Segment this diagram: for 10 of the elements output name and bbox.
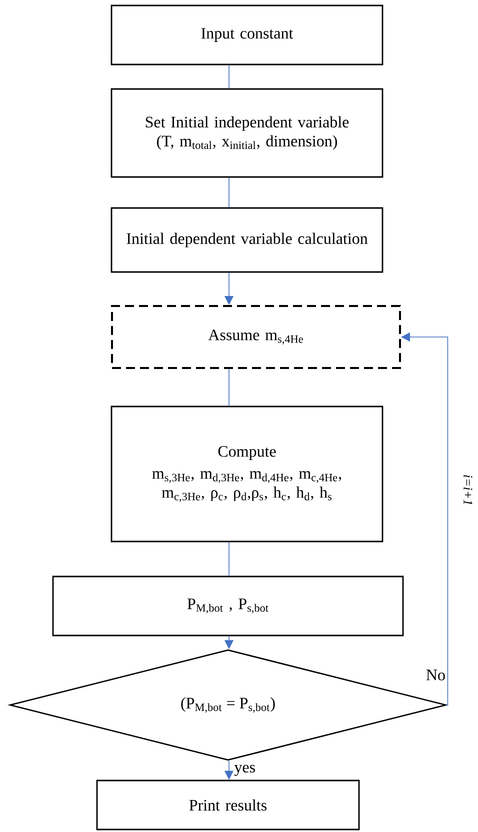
loop-label: i=i+1: [464, 475, 472, 504]
process-box: Input constant: [110, 4, 384, 66]
edge-label: yes: [233, 764, 257, 777]
process-box: Print results: [96, 780, 360, 830]
dashed-box: Assume m$_{s,4He}$: [111, 305, 401, 369]
process-box: Set Initial independent variable (T, m$_{total}$, x$_{initial}$, dimension): [110, 88, 384, 178]
process-box: Compute m$_{s,3He}$, m$_{d,3He}$, m$_{d,4He}$, m$_{c,4He}$, m$_{c,3He}$, ρ$_{c}$, ρ$_{d}$,ρ$_{s}$, h$_{c}$, h$_{d}$, h$_{s}$: [110, 406, 384, 542]
process-box: Initial dependent variable calculation: [110, 207, 384, 273]
process-box: P$_{M,bot}$ , P$_{s,bot}$: [52, 576, 404, 636]
edge-label: No: [424, 668, 446, 682]
